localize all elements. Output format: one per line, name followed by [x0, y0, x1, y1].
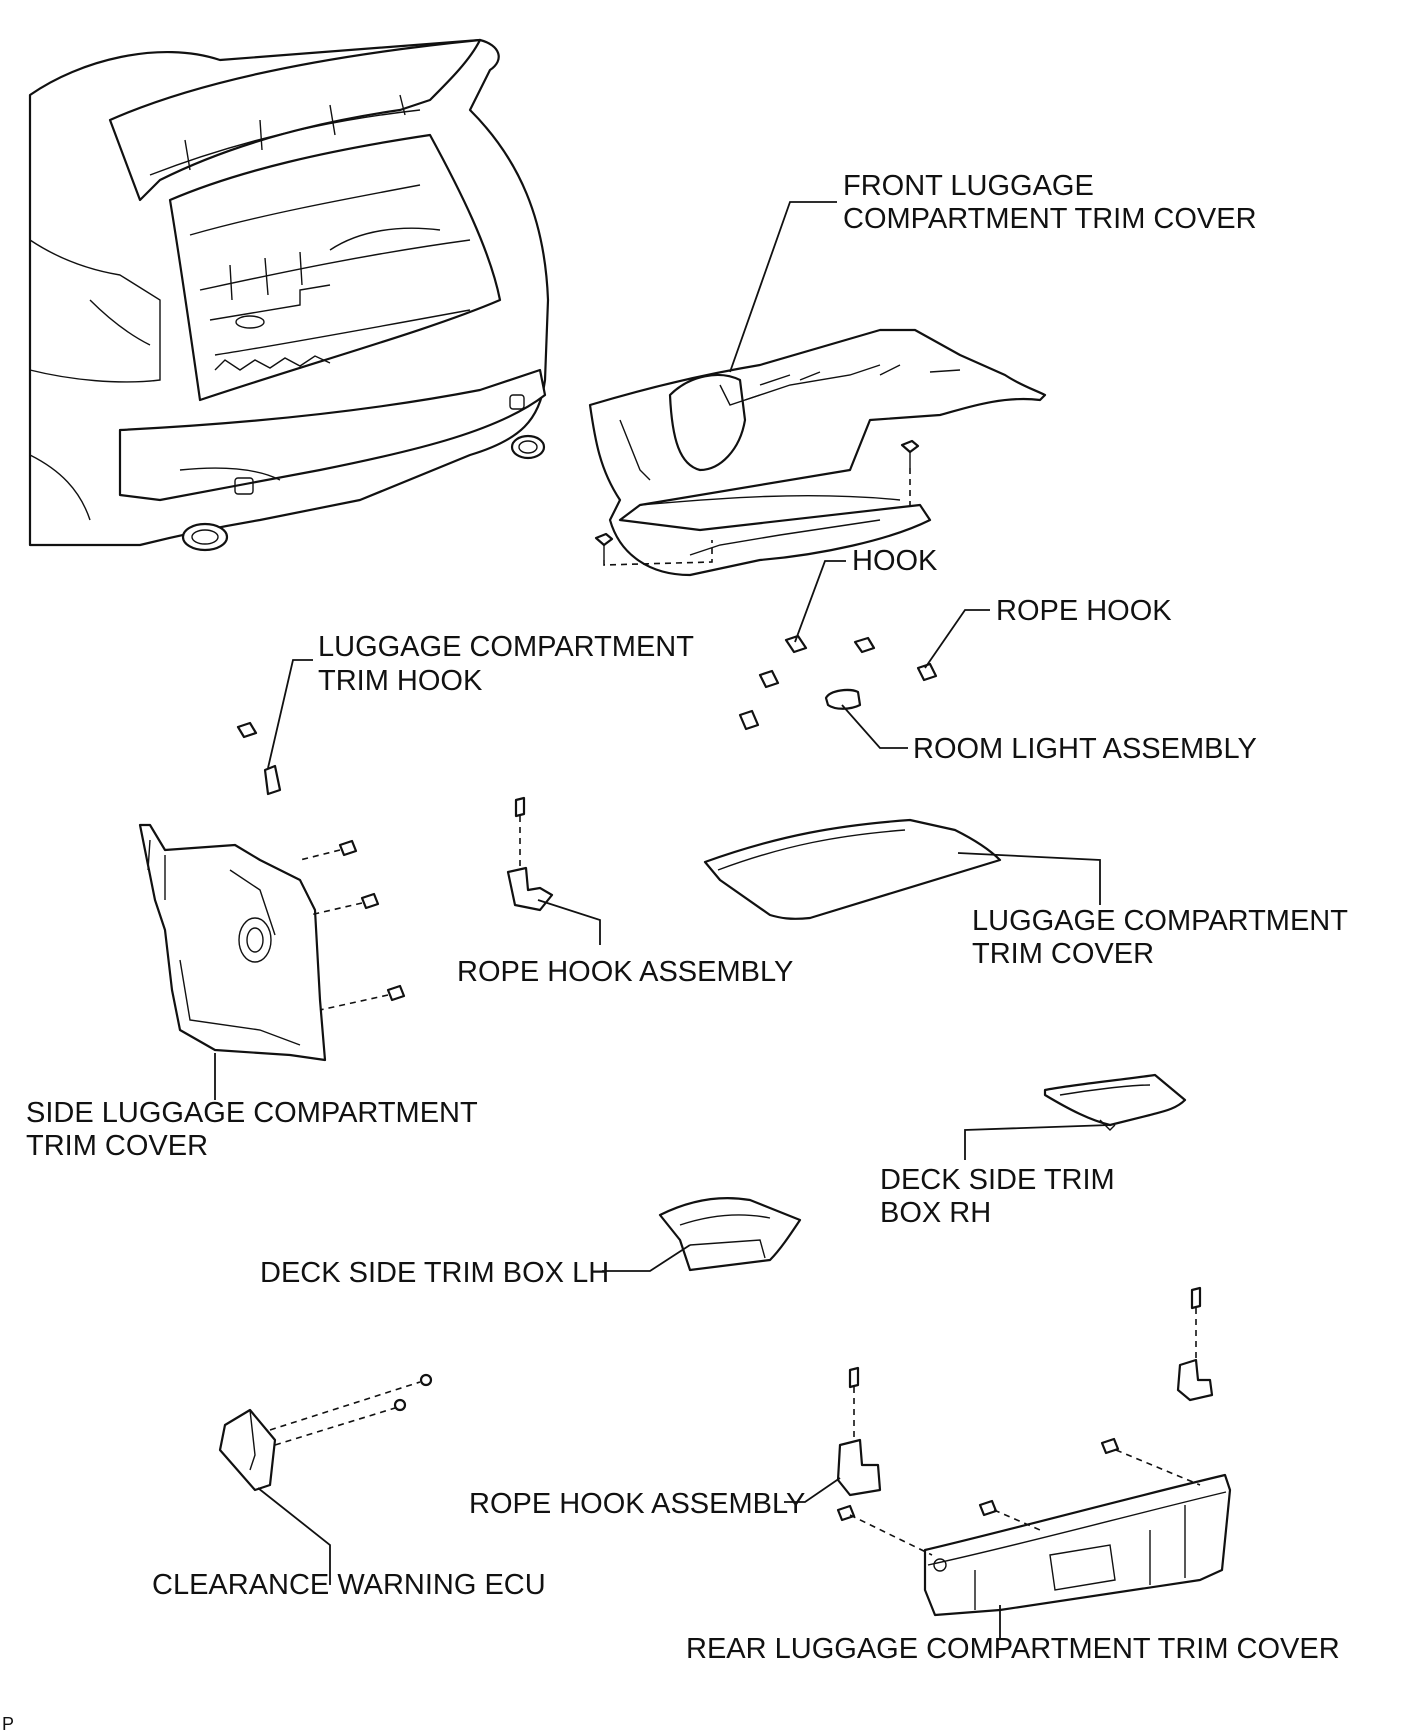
deck-side-trim-box-rh: [1043, 1073, 1187, 1131]
label-corner-mark: P: [2, 1714, 14, 1734]
label-clearance-warning-ecu: CLEARANCE WARNING ECU: [152, 1569, 546, 1601]
label-rope-hook-assembly-lower: ROPE HOOK ASSEMBLY: [469, 1488, 805, 1520]
label-rear-trim-cover: REAR LUGGAGE COMPARTMENT TRIM COVER: [686, 1633, 1340, 1665]
part-labels: FRONT LUGGAGE COMPARTMENT TRIM COVER HOO…: [2, 170, 1348, 1734]
label-deck-box-lh: DECK SIDE TRIM BOX LH: [260, 1257, 609, 1289]
label-hook: HOOK: [852, 545, 938, 577]
label-trim-cover-line2: TRIM COVER: [972, 938, 1154, 970]
label-rope-hook-assembly-upper: ROPE HOOK ASSEMBLY: [457, 956, 793, 988]
rope-hook-assembly-lower: [836, 1366, 882, 1497]
label-side-trim-cover-line2: TRIM COVER: [26, 1130, 208, 1162]
rope-hook-right: [1176, 1286, 1214, 1402]
rear-luggage-compartment-trim-cover: [836, 1437, 1232, 1617]
deck-side-trim-box-lh: [658, 1197, 802, 1272]
clearance-warning-ecu: [218, 1373, 433, 1492]
front-luggage-compartment-trim-cover: [588, 328, 1047, 577]
label-front-trim-cover-line1: FRONT LUGGAGE: [843, 170, 1094, 202]
label-trim-cover-line1: LUGGAGE COMPARTMENT: [972, 905, 1348, 937]
hook-parts: [236, 634, 938, 796]
rope-hook-assembly-upper: [506, 796, 554, 912]
side-luggage-compartment-trim-cover: [138, 823, 406, 1062]
leader-lines: [214, 201, 1111, 1640]
label-room-light-assembly: ROOM LIGHT ASSEMBLY: [913, 733, 1257, 765]
label-front-trim-cover-line2: COMPARTMENT TRIM COVER: [843, 203, 1257, 235]
label-deck-box-rh-line1: DECK SIDE TRIM: [880, 1164, 1115, 1196]
label-trim-hook-line1: LUGGAGE COMPARTMENT: [318, 631, 694, 663]
label-rope-hook: ROPE HOOK: [996, 595, 1172, 627]
label-deck-box-rh-line2: BOX RH: [880, 1197, 991, 1229]
label-trim-hook-line2: TRIM HOOK: [318, 665, 483, 697]
vehicle-rear-illustration: [28, 38, 550, 552]
luggage-compartment-trim-cover: [703, 818, 1002, 920]
label-side-trim-cover-line1: SIDE LUGGAGE COMPARTMENT: [26, 1097, 478, 1129]
